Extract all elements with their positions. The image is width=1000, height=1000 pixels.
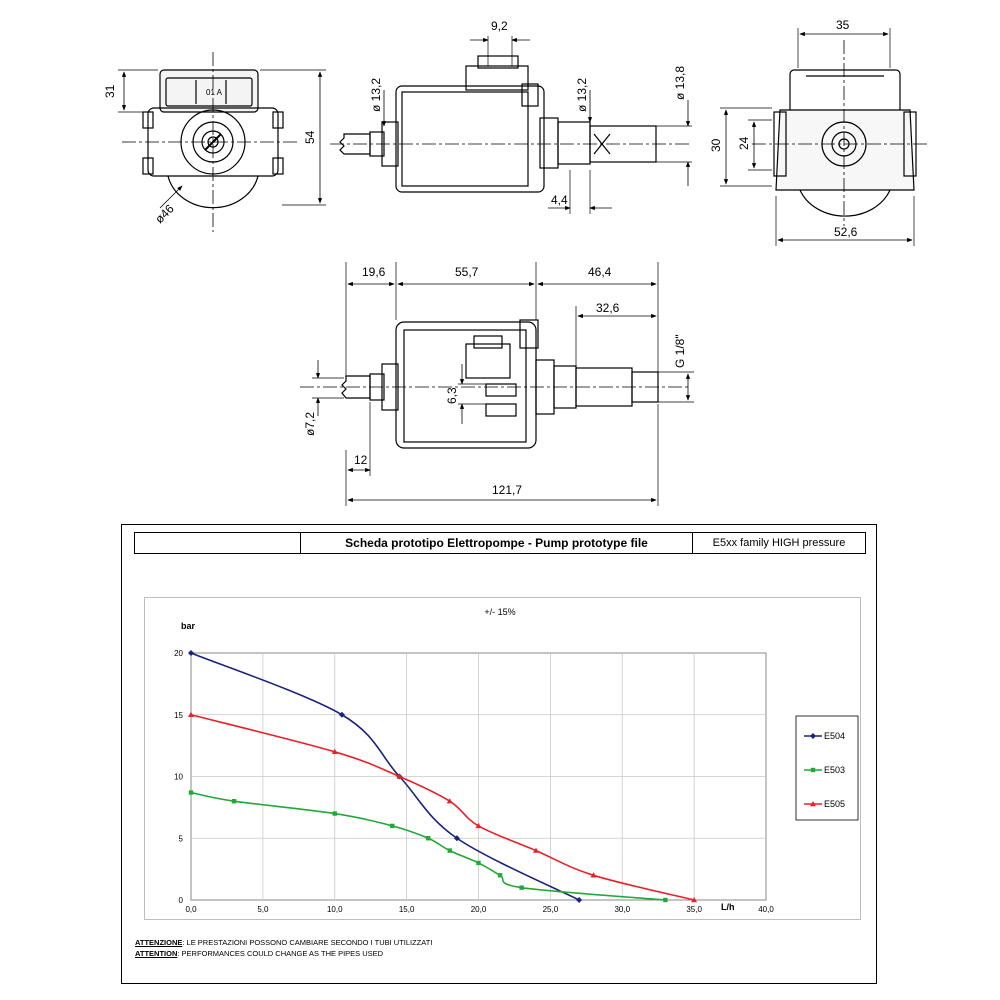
x-tick-label: 35,0 — [686, 905, 702, 914]
data-point-e505 — [590, 872, 597, 878]
rating-label: 01 A — [206, 88, 223, 97]
data-point-e504 — [453, 835, 460, 842]
dim-32-6: 32,6 — [596, 301, 620, 315]
dim-6-3: 6,3 — [445, 387, 459, 404]
dim-46-4: 46,4 — [588, 265, 612, 279]
x-tick-label: 30,0 — [614, 905, 630, 914]
y-tick-label: 20 — [174, 649, 183, 658]
y-axis-label: bar — [181, 621, 196, 631]
side-view — [720, 28, 930, 246]
data-point-e505 — [188, 711, 194, 717]
data-point-e503 — [447, 848, 452, 853]
x-tick-label: 40,0 — [758, 905, 774, 914]
data-point-e503 — [663, 897, 668, 903]
data-point-e503 — [188, 790, 194, 795]
data-point-e504 — [576, 897, 583, 903]
data-point-e505 — [331, 748, 338, 754]
data-point-e503 — [519, 885, 524, 890]
dim-52-6: 52,6 — [834, 225, 858, 239]
note-english-text: : PERFORMANCES COULD CHANGE AS THE PIPES… — [177, 949, 384, 958]
note-italian-text: : LE PRESTAZIONI POSSONO CAMBIARE SECOND… — [182, 938, 433, 947]
data-point-e505 — [691, 897, 698, 903]
dim-121-7: 121,7 — [492, 483, 522, 497]
data-point-e505 — [475, 822, 482, 829]
dim-12: 12 — [354, 453, 368, 467]
legend-marker — [810, 767, 816, 773]
series-line-e505 — [190, 713, 695, 901]
dim-phi7-2: ø7,2 — [303, 412, 317, 436]
data-point-e503 — [476, 860, 481, 866]
header-blank-cell — [135, 533, 301, 553]
series-e503 — [188, 790, 668, 903]
note-english: ATTENTION: PERFORMANCES COULD CHANGE AS … — [135, 949, 383, 959]
dim-9-2: 9,2 — [491, 19, 508, 33]
sheet-title: Scheda prototipo Elettropompe - Pump pro… — [301, 533, 693, 553]
y-tick-label: 15 — [174, 711, 183, 720]
dim-24: 24 — [737, 136, 751, 150]
legend-label: E505 — [824, 799, 845, 809]
dim-phi13-8: ø 13,8 — [673, 66, 687, 100]
technical-drawing: 9,2 35 31 54 ø46 ø 13,2 ø 13,2 ø 13,8 4,… — [103, 18, 930, 506]
data-point-e503 — [497, 873, 503, 878]
data-point-e503 — [231, 799, 237, 804]
dim-19-6: 19,6 — [362, 265, 386, 279]
dim-30: 30 — [709, 138, 723, 152]
dim-phi46: ø46 — [152, 201, 177, 226]
sheet-family: E5xx family HIGH pressure — [712, 537, 846, 549]
data-point-e505 — [396, 773, 403, 779]
data-point-e503 — [425, 836, 431, 841]
dim-phi13-2-right: ø 13,2 — [575, 78, 589, 112]
x-tick-label: 20,0 — [471, 905, 487, 914]
x-tick-label: 15,0 — [399, 905, 415, 914]
legend-marker — [810, 733, 816, 739]
note-italian: ATTENZIONE: LE PRESTAZIONI POSSONO CAMBI… — [135, 938, 432, 948]
chart-title: +/- 15% — [484, 607, 515, 617]
data-point-e503 — [332, 811, 337, 816]
y-tick-label: 5 — [179, 834, 184, 843]
data-point-e504 — [338, 711, 345, 718]
x-tick-label: 0,0 — [185, 905, 197, 914]
y-tick-label: 10 — [174, 773, 183, 782]
legend-box — [795, 715, 859, 821]
x-tick-label: 5,0 — [257, 905, 269, 914]
front-view — [118, 52, 326, 232]
data-point-e505 — [533, 847, 539, 853]
legend-marker — [810, 801, 816, 807]
pump-data-sheet: Scheda prototipo Elettropompe - Pump pro… — [121, 524, 877, 984]
data-point-e505 — [446, 798, 453, 804]
dim-4-4: 4,4 — [551, 193, 568, 207]
long-view — [300, 262, 694, 506]
top-view — [330, 36, 692, 214]
data-point-e503 — [390, 823, 395, 829]
dim-g18: G 1/8" — [673, 334, 687, 368]
note-english-label: ATTENTION — [135, 949, 178, 958]
x-tick-label: 10,0 — [327, 905, 343, 914]
note-italian-label: ATTENZIONE — [135, 938, 183, 947]
x-axis-label: L/h — [721, 902, 735, 912]
legend-label: E504 — [824, 731, 845, 741]
dim-31: 31 — [103, 84, 117, 98]
y-tick-label: 0 — [179, 896, 184, 905]
dim-35: 35 — [836, 18, 850, 32]
data-point-e504 — [188, 650, 194, 656]
dim-phi13-2-left: ø 13,2 — [369, 78, 383, 112]
chart-grid — [190, 652, 767, 901]
performance-chart: +/- 15% bar L/h 0,0 5,0 10,0 15,0 20,0 25,0 30… — [144, 597, 861, 920]
legend-label: E503 — [824, 765, 845, 775]
dim-55-7: 55,7 — [455, 265, 479, 279]
dim-54: 54 — [303, 130, 317, 144]
x-tick-label: 25,0 — [543, 905, 559, 914]
sheet-header: Scheda prototipo Elettropompe - Pump pro… — [134, 532, 866, 554]
series-e505 — [188, 711, 698, 903]
series-line-e503 — [190, 791, 666, 901]
